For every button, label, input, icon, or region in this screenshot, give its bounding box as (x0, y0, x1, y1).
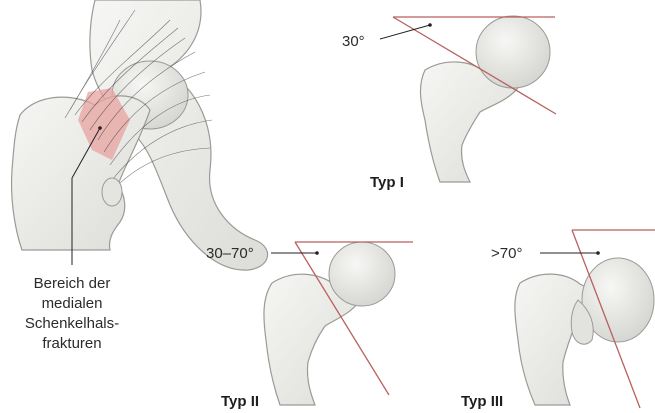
angle-label-typ-1: 30° (342, 33, 365, 50)
angle-pointer-dot-typ-3 (596, 251, 600, 255)
femoral-head-typ-2 (329, 242, 395, 306)
caption-line: Schenkelhals- (0, 314, 144, 334)
angle-pointer-dot-typ-2 (315, 251, 319, 255)
panel-typ-2 (264, 242, 413, 405)
type-label-typ-3: Typ III (461, 393, 503, 410)
angle-pointer-dot-typ-1 (428, 23, 432, 27)
type-label-typ-2: Typ II (221, 393, 259, 410)
fracture-zone-caption: Bereich der medialen Schenkelhals- frakt… (0, 274, 144, 354)
panel-typ-1 (380, 16, 556, 182)
caption-line: frakturen (0, 334, 144, 354)
caption-pointer-dot (98, 126, 102, 130)
hip-joint-overview (12, 0, 268, 270)
angle-label-typ-3: >70° (491, 245, 522, 262)
panel-typ-3 (515, 230, 655, 408)
lesser-trochanter (102, 178, 122, 206)
angle-label-typ-2: 30–70° (206, 245, 254, 262)
caption-line: Bereich der (0, 274, 144, 294)
type-label-typ-1: Typ I (370, 174, 404, 191)
caption-line: medialen (0, 294, 144, 314)
femoral-head-typ-1 (476, 16, 550, 88)
angle-pointer-typ-1 (380, 25, 430, 39)
